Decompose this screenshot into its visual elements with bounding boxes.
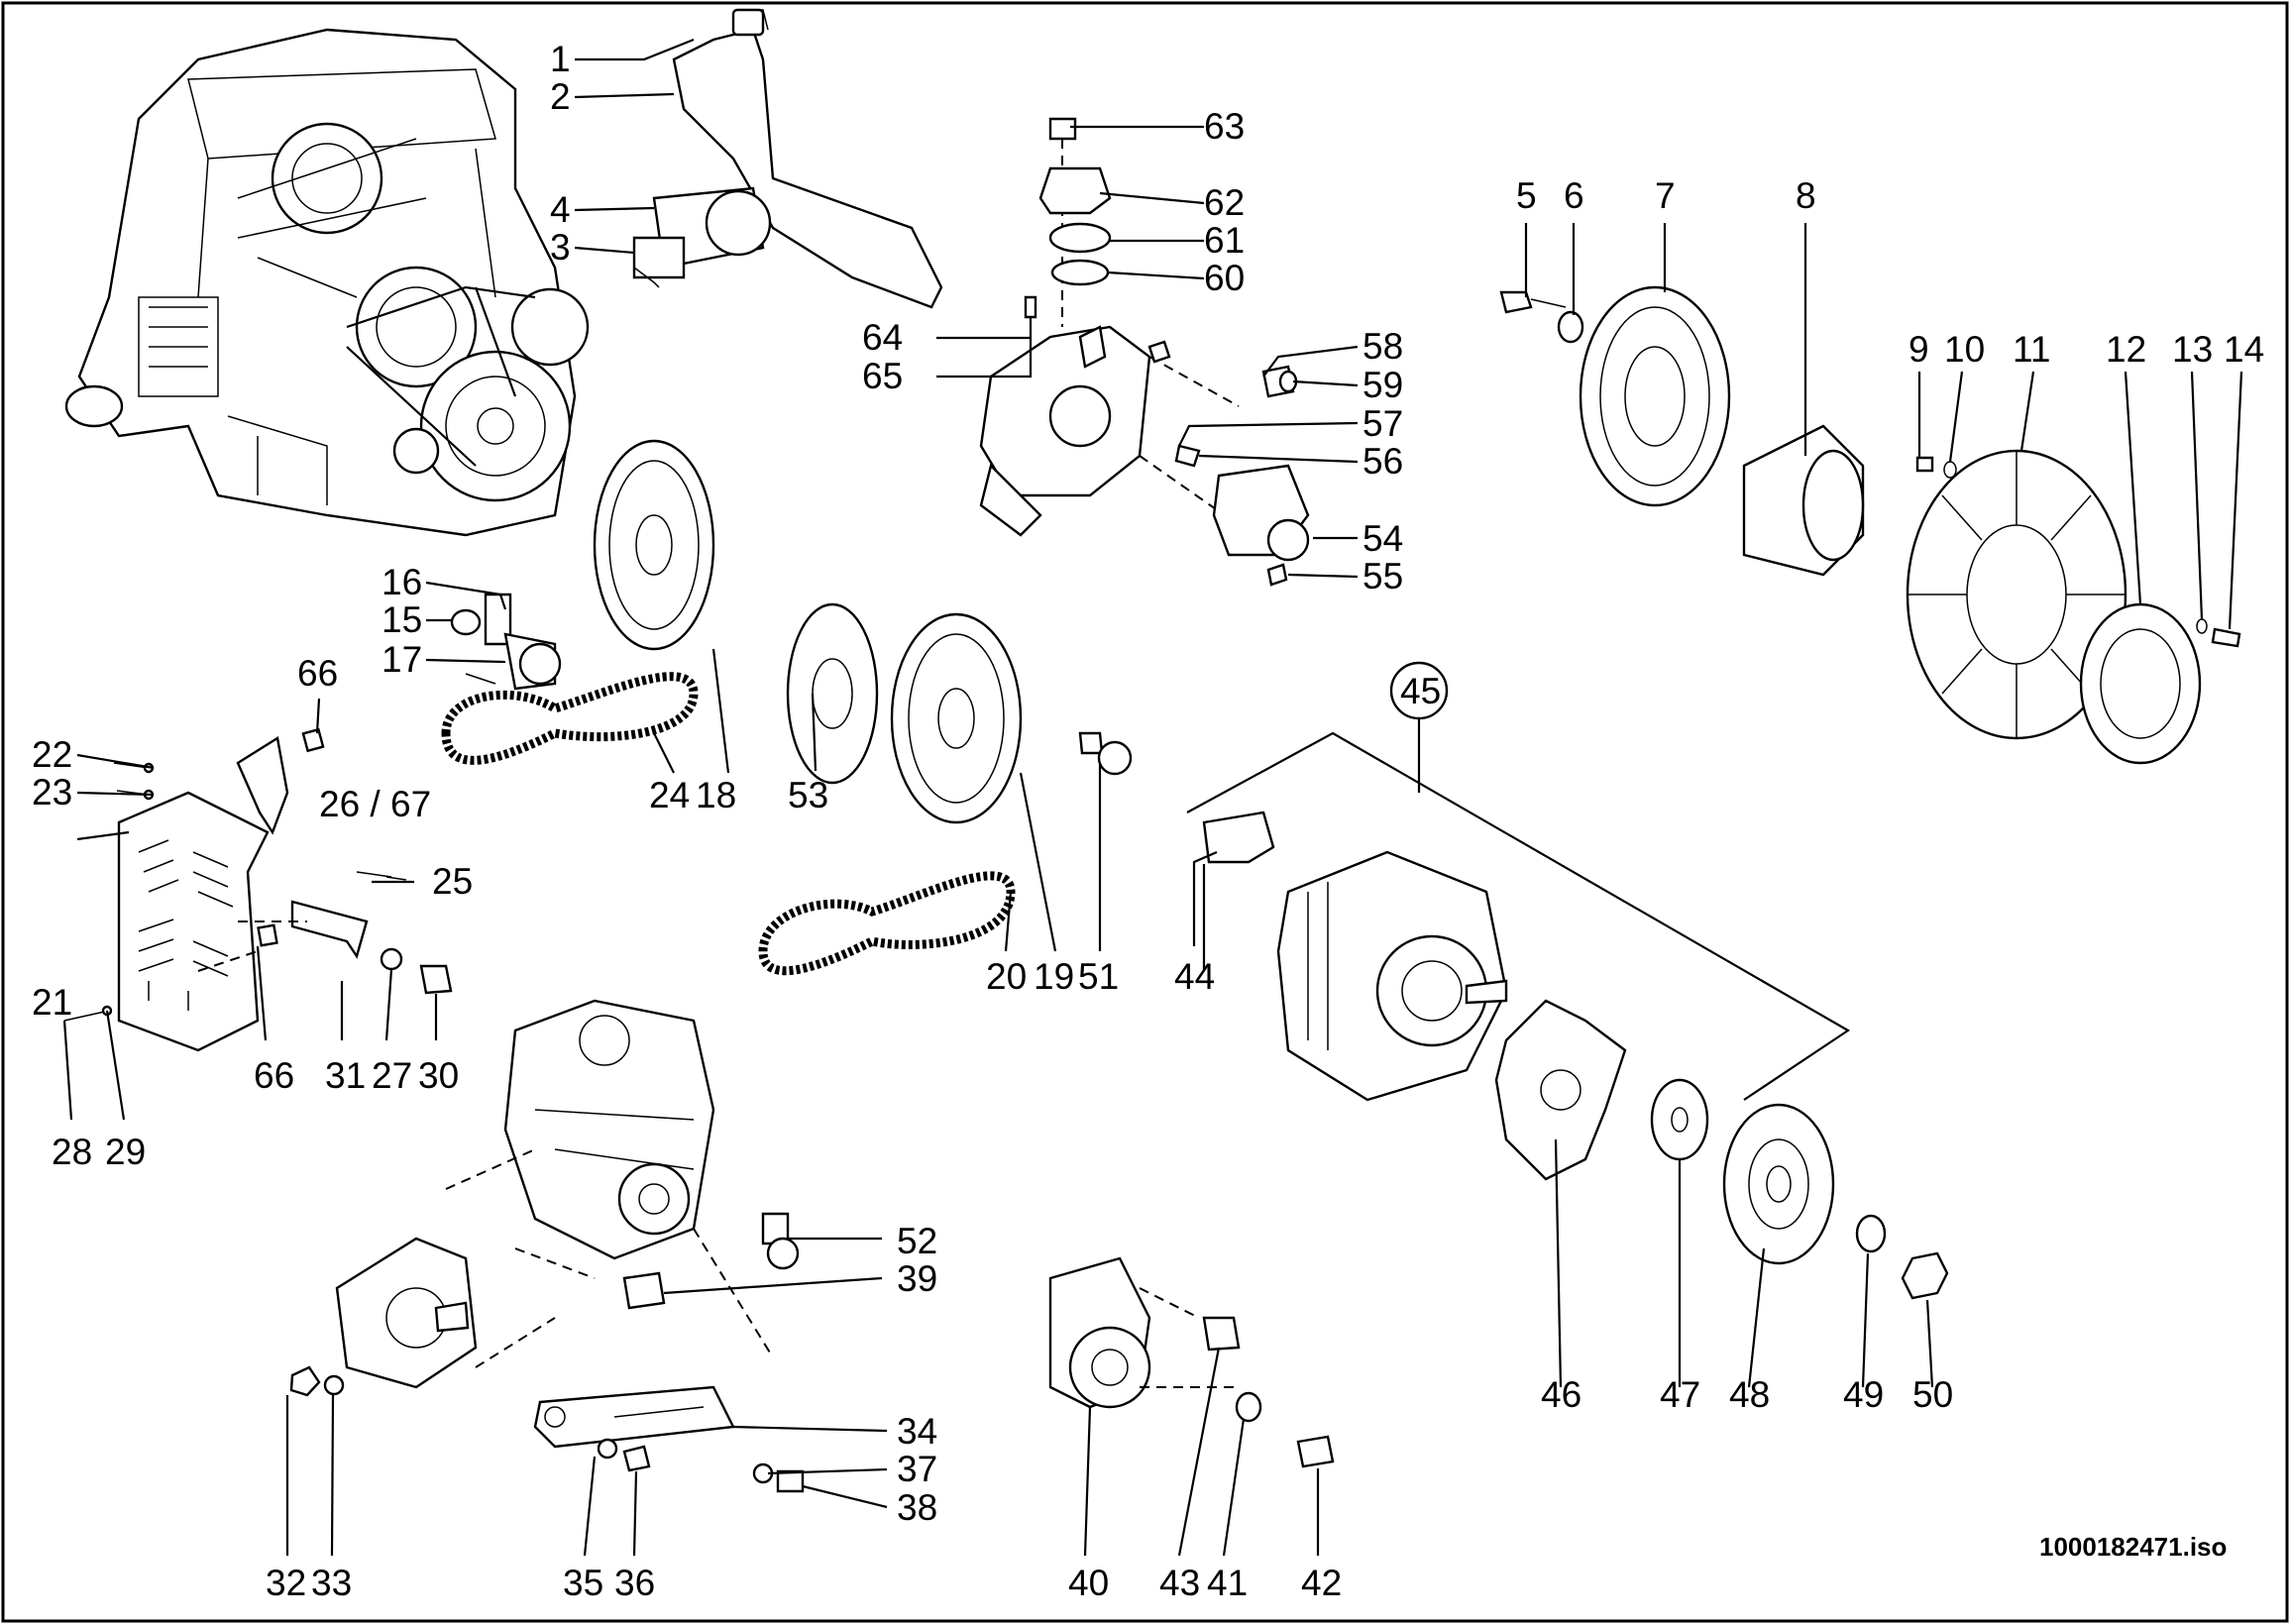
part-label: 53 [788, 775, 828, 815]
part-label: 63 [1204, 106, 1245, 147]
part-label: 45 [1400, 671, 1441, 711]
part-label: 44 [1174, 956, 1215, 997]
part-label: 13 [2172, 329, 2213, 370]
part-label: 60 [1204, 258, 1245, 298]
part-label: 65 [862, 356, 903, 396]
part-label: 4 [550, 189, 571, 230]
part-label: 50 [1912, 1374, 1953, 1415]
part-label: 35 [563, 1563, 603, 1603]
part-label: 11 [2013, 329, 2050, 370]
part-label: 40 [1068, 1563, 1109, 1603]
part-label: 1 [550, 39, 571, 79]
drawing-id: 1000182471.iso [2039, 1532, 2227, 1562]
part-label: 21 [32, 982, 72, 1023]
part-label: 51 [1078, 956, 1119, 997]
part-label: 48 [1729, 1374, 1770, 1415]
part-label: 27 [372, 1055, 412, 1096]
lower-assembly-drawing [289, 999, 805, 1493]
part-label: 32 [266, 1563, 306, 1603]
part-label: 19 [1034, 956, 1074, 997]
part-label: 39 [897, 1258, 937, 1299]
part-label: 59 [1363, 365, 1403, 405]
part-label: 17 [382, 639, 422, 680]
part-label: 2 [550, 76, 571, 117]
part-label: 36 [614, 1563, 655, 1603]
part-label: 66 [297, 653, 338, 694]
part-label: 49 [1843, 1374, 1884, 1415]
part-label: 28 [52, 1132, 92, 1172]
part-label: 55 [1363, 556, 1403, 596]
part-label: 26 / 67 [319, 784, 431, 824]
part-label: 54 [1363, 518, 1403, 559]
part-label: 52 [897, 1221, 937, 1261]
tensioner-drawing [1048, 1256, 1335, 1468]
part-label: 22 [32, 734, 72, 775]
part-label: 41 [1207, 1563, 1248, 1603]
part-label: 24 [649, 775, 690, 815]
part-label: 30 [418, 1055, 459, 1096]
heat-shield-drawing [63, 727, 453, 1052]
part-label: 23 [32, 772, 72, 812]
part-label: 46 [1541, 1374, 1581, 1415]
part-label: 9 [1908, 329, 1929, 370]
part-label: 38 [897, 1487, 937, 1528]
part-label: 6 [1564, 175, 1584, 216]
part-label: 18 [696, 775, 736, 815]
part-label: 64 [862, 317, 903, 358]
part-label: 3 [550, 227, 571, 268]
alternator-assembly-drawing [1202, 811, 1949, 1300]
part-label: 61 [1204, 220, 1245, 261]
part-label: 15 [382, 599, 422, 640]
part-label: 42 [1301, 1563, 1342, 1603]
part-label: 56 [1363, 441, 1403, 482]
engine-assembly-drawing [64, 28, 590, 537]
part-label: 57 [1363, 403, 1403, 444]
assembly-callout-circle [1389, 661, 1449, 720]
part-label: 12 [2106, 329, 2146, 370]
part-label: 62 [1204, 182, 1245, 223]
leader-lines [62, 38, 2243, 1557]
part-label: 31 [325, 1055, 366, 1096]
part-label: 37 [897, 1449, 937, 1489]
part-label: 33 [311, 1563, 352, 1603]
part-label: 66 [254, 1055, 294, 1096]
part-label: 10 [1944, 329, 1985, 370]
part-label: 5 [1516, 175, 1537, 216]
part-label: 7 [1655, 175, 1676, 216]
part-label: 47 [1660, 1374, 1700, 1415]
part-number-labels: 1 2 3 4 5 6 7 8 9 10 11 12 13 14 15 16 1… [32, 39, 2264, 1603]
starter-bracket-drawing [632, 8, 943, 309]
part-label: 25 [432, 861, 473, 902]
part-label: 20 [986, 956, 1027, 997]
part-label: 8 [1796, 175, 1816, 216]
part-label: 34 [897, 1411, 937, 1452]
part-label: 14 [2224, 329, 2264, 370]
part-label: 16 [382, 562, 422, 602]
part-label: 58 [1363, 326, 1403, 367]
part-label: 29 [105, 1132, 146, 1172]
water-pump-thermostat-drawing [979, 117, 1310, 587]
part-label: 43 [1159, 1563, 1200, 1603]
fan-pulley-drawing [1499, 285, 2241, 765]
